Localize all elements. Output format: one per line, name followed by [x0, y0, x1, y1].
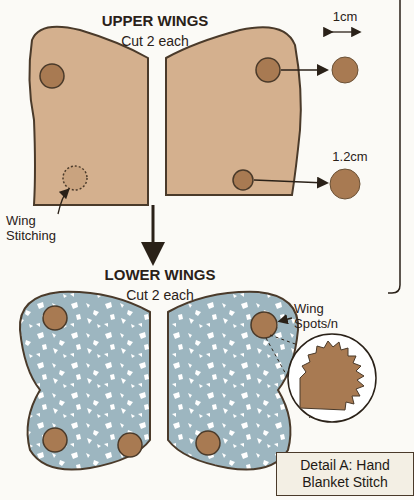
dimension-label: 1cm — [315, 10, 375, 25]
detail-caption: Detail A: Hand Blanket Stitch — [285, 457, 405, 491]
detail-box: Detail A: Hand Blanket Stitch — [276, 452, 414, 496]
section-heading: UPPER WINGS — [85, 12, 225, 29]
section-heading: LOWER WINGS — [90, 266, 230, 283]
cut-note: Cut 2 each — [95, 33, 215, 49]
part-label: Wing Stitching — [6, 214, 76, 244]
cut-note: Cut 2 each — [100, 287, 220, 303]
dimension-label: 1.2cm — [320, 150, 380, 165]
part-label: Wing Spots/n — [294, 302, 364, 332]
